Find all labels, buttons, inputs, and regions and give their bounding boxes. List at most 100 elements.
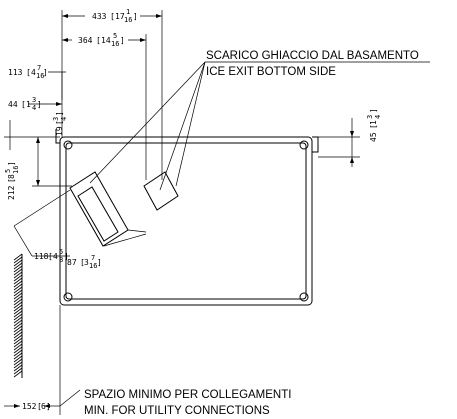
- svg-text:4: 4: [60, 117, 68, 121]
- svg-text:[: [: [48, 252, 53, 261]
- hatch-line: [13, 340, 23, 348]
- hatch-line: [13, 322, 23, 330]
- hatch-line: [13, 262, 23, 270]
- dim-45: [318, 118, 360, 167]
- svg-text:]: ]: [64, 252, 69, 261]
- dim-364-mm: 364: [78, 36, 93, 45]
- ice-chute-left: [69, 171, 129, 247]
- dim-118-inch: 4: [53, 252, 58, 261]
- utility-label-it: SPAZIO MINIMO PER COLLEGAMENTI: [84, 389, 291, 401]
- dim-212-vertical: 212 [ 8 5 16 ]: [4, 161, 20, 200]
- svg-text:]: ]: [369, 108, 378, 113]
- hatch-line: [13, 319, 23, 327]
- hatch-line: [13, 358, 23, 366]
- hatch-line: [13, 346, 23, 354]
- dim-364-inch: 14: [101, 36, 111, 45]
- hatch-line: [13, 301, 23, 309]
- hatch-line: [13, 280, 23, 288]
- hatch-line: [13, 343, 23, 351]
- hatch-line: [13, 370, 23, 378]
- svg-text:7: 7: [91, 254, 95, 262]
- dim-113: [48, 71, 66, 100]
- svg-text:]: ]: [37, 100, 42, 109]
- hatch-line: [13, 364, 23, 372]
- hatch-line: [13, 277, 23, 285]
- svg-text:[: [: [110, 12, 115, 21]
- dim-118-diagonal: [13, 189, 71, 257]
- svg-text:[: [: [55, 120, 64, 125]
- hatch-line: [13, 337, 23, 345]
- svg-text:]: ]: [43, 68, 48, 77]
- dim-364: [62, 34, 147, 180]
- dim-small-vertical: 19 [ 3 4 ]: [52, 111, 68, 136]
- dim-433: [61, 10, 163, 180]
- svg-text:5: 5: [59, 248, 63, 256]
- hatch-line: [13, 361, 23, 369]
- svg-text:16: 16: [12, 166, 20, 174]
- hatch-line: [13, 256, 23, 264]
- unit-outline: [55, 129, 319, 306]
- svg-text:3: 3: [52, 117, 60, 121]
- hatch-line: [13, 283, 23, 291]
- svg-text:]: ]: [97, 258, 102, 267]
- svg-text:7: 7: [37, 64, 41, 72]
- svg-text:[: [: [21, 100, 26, 109]
- svg-text:19: 19: [55, 126, 64, 136]
- hatch-line: [13, 355, 23, 363]
- svg-text:[: [: [37, 402, 42, 411]
- hatch-line: [13, 289, 23, 297]
- dim-45-vertical: 45 [ 1 3 4 ]: [366, 108, 382, 142]
- svg-text:[: [: [80, 258, 85, 267]
- dim-433-inch: 17: [115, 12, 125, 21]
- dim-87-mm: 87: [67, 258, 77, 267]
- dim-113-mm: 113: [8, 68, 23, 77]
- svg-text:[: [: [7, 178, 16, 183]
- svg-text:5: 5: [113, 32, 117, 40]
- svg-text:4: 4: [32, 104, 36, 112]
- hatch-line: [13, 349, 23, 357]
- utility-label-en: MIN. FOR UTILITY CONNECTIONS: [84, 405, 270, 417]
- hatch-line: [13, 334, 23, 342]
- hatch-line: [13, 304, 23, 312]
- svg-text:45: 45: [369, 132, 378, 142]
- hatch-line: [13, 367, 23, 375]
- hatch-line: [13, 316, 23, 324]
- ice-exit-leaders: [89, 61, 430, 191]
- dim-87-inch: 3: [84, 258, 89, 267]
- svg-text:]: ]: [7, 161, 16, 166]
- hatch-line: [13, 274, 23, 282]
- svg-text:3: 3: [32, 96, 36, 104]
- dim-152-mm: 152: [22, 402, 37, 411]
- wall-hatch: [13, 253, 23, 378]
- svg-text:8: 8: [7, 174, 16, 179]
- hatch-line: [13, 259, 23, 267]
- hatch-line: [13, 286, 23, 294]
- svg-text:1: 1: [369, 120, 378, 125]
- hatch-line: [13, 271, 23, 279]
- dim-118-mm: 118: [34, 252, 49, 261]
- dim-152-inch: 6: [41, 402, 46, 411]
- svg-text:16: 16: [89, 262, 97, 270]
- svg-text:]: ]: [120, 36, 125, 45]
- hatch-line: [13, 268, 23, 276]
- hatch-line: [13, 298, 23, 306]
- ice-exit-label-en: ICE EXIT BOTTOM SIDE: [206, 66, 336, 78]
- hatch-line: [13, 328, 23, 336]
- dim-152: [4, 305, 81, 415]
- hatch-line: [13, 307, 23, 315]
- dim-44-mm: 44: [8, 100, 18, 109]
- hatch-line: [13, 265, 23, 273]
- dim-44-inch: 1: [26, 100, 31, 109]
- hatch-line: [13, 331, 23, 339]
- svg-text:16: 16: [111, 40, 119, 48]
- ice-chute-right: [143, 171, 179, 211]
- hatch-line: [13, 295, 23, 303]
- svg-text:[: [: [369, 124, 378, 129]
- dim-vertical-left: [4, 120, 72, 187]
- svg-text:1: 1: [126, 8, 130, 16]
- hatch-line: [13, 253, 23, 261]
- svg-text:[: [: [26, 68, 31, 77]
- dim-87-diagonal: [103, 229, 147, 247]
- hatch-line: [13, 325, 23, 333]
